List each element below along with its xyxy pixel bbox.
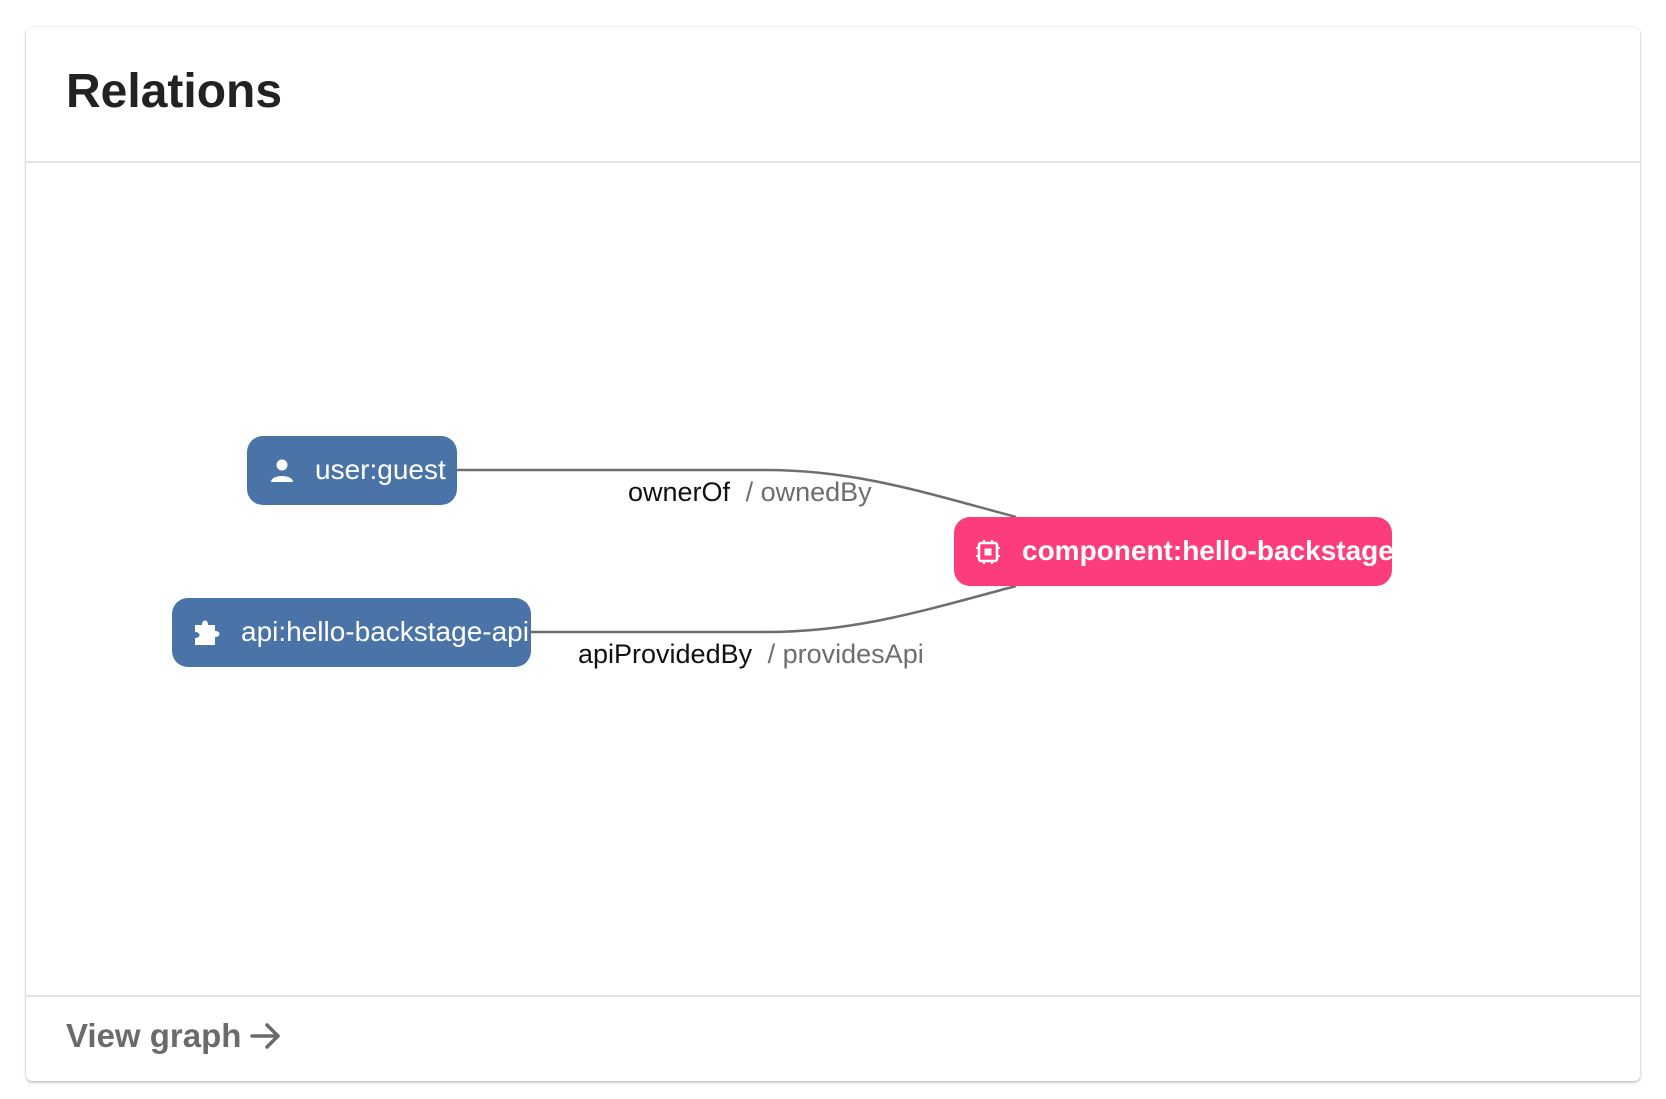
node-label: api:hello-backstage-api (241, 616, 529, 647)
card-title: Relations (66, 65, 283, 118)
chip-icon (976, 540, 1000, 564)
arrow-right-icon (250, 1023, 281, 1049)
card-header: Relations (26, 27, 1640, 163)
edge-label-api-component: apiProvidedBy / providesApi (578, 639, 924, 669)
relations-graph: ownerOf / ownedBy apiProvidedBy / provid… (26, 163, 1640, 995)
node-component-hello-backstage[interactable]: component:hello-backstage (954, 517, 1394, 586)
inverse-relation-label: / providesApi (768, 639, 924, 669)
edge-label-user-component: ownerOf / ownedBy (628, 477, 872, 507)
view-graph-link[interactable]: View graph (66, 1017, 283, 1055)
person-icon (271, 459, 293, 482)
graph-canvas: ownerOf / ownedBy apiProvidedBy / provid… (172, 436, 1394, 669)
relation-label: ownerOf (628, 477, 731, 507)
edge-api-component (530, 584, 1017, 634)
node-label: user:guest (315, 454, 446, 485)
inverse-relation-label: / ownedBy (746, 477, 873, 507)
relations-card: Relations ownerOf / ownedBy apiProvidedB… (26, 27, 1640, 1081)
edge-user-component (456, 468, 1017, 519)
puzzle-icon (195, 620, 220, 645)
card-footer: View graph (26, 995, 1640, 1081)
view-graph-label: View graph (66, 1017, 242, 1054)
node-user-guest[interactable]: user:guest (247, 436, 457, 505)
node-api-hello-backstage-api[interactable]: api:hello-backstage-api (172, 598, 531, 667)
relation-label: apiProvidedBy (578, 639, 753, 669)
node-label: component:hello-backstage (1022, 535, 1394, 566)
